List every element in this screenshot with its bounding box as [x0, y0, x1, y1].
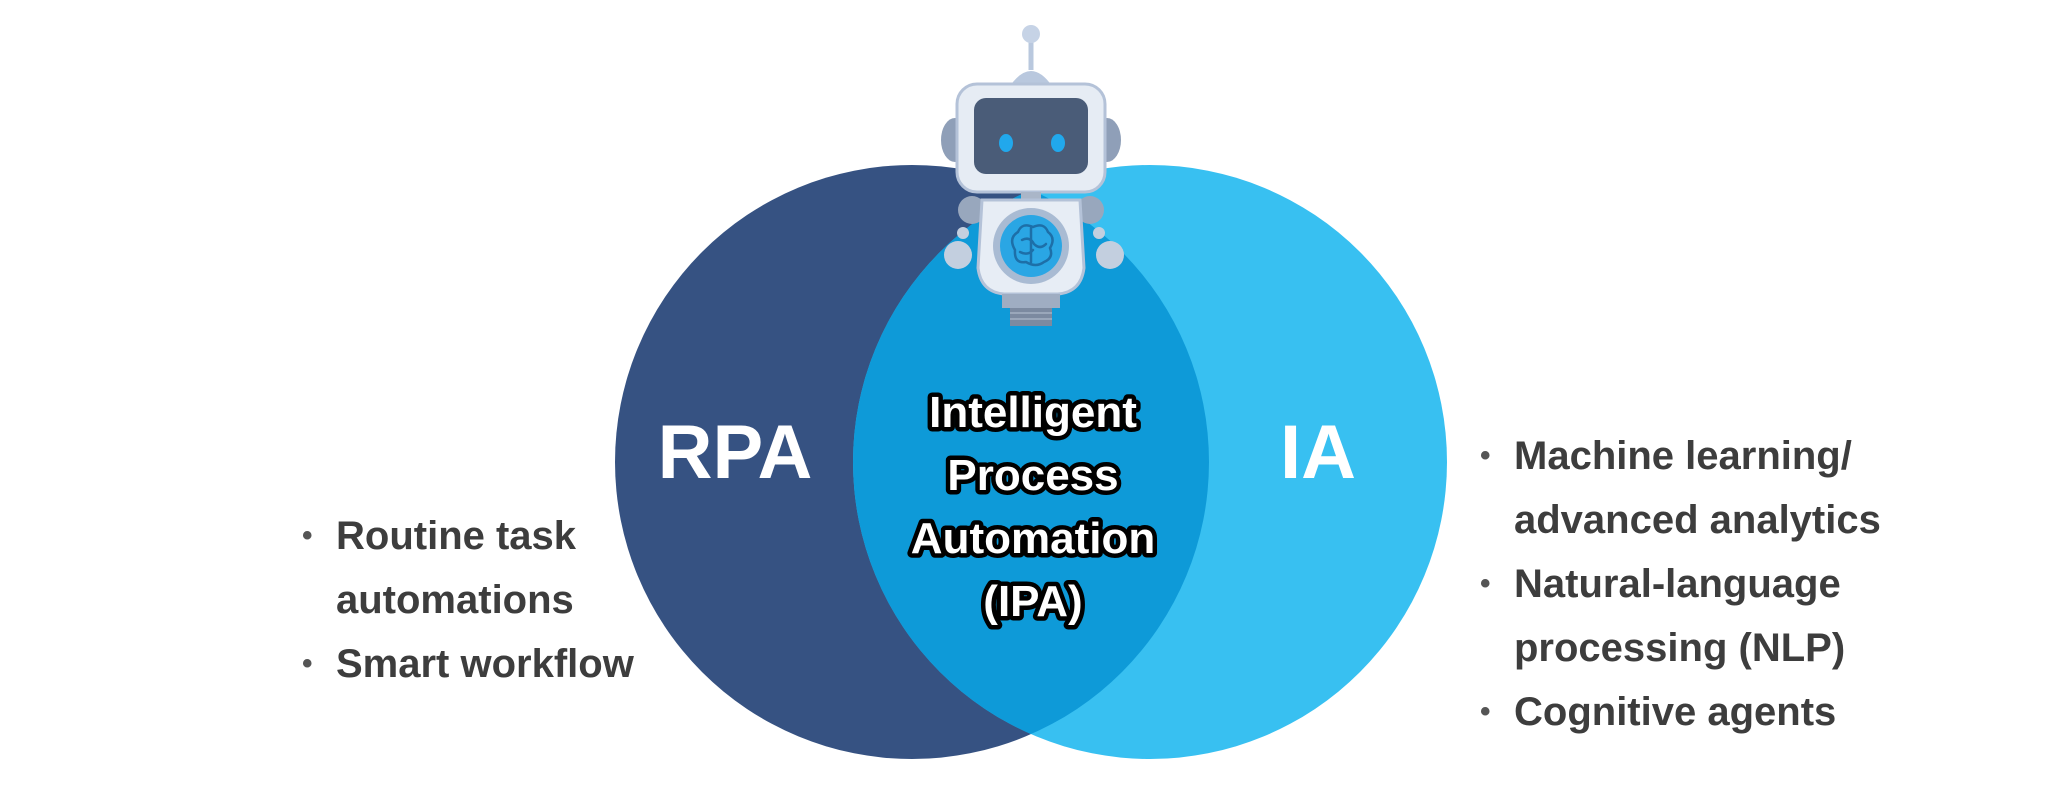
ia-label: IA [1280, 410, 1356, 495]
list-item: Smart workflow [302, 632, 722, 696]
list-item: Routine task automations [302, 504, 722, 632]
list-item: Natural-language processing (NLP) [1480, 552, 2000, 680]
ipa-overlap [853, 165, 1209, 759]
rpa-capabilities-list: Routine task automations Smart workflow [302, 504, 722, 696]
ipa-title-line: (IPA) [983, 577, 1082, 626]
robot-icon [941, 25, 1124, 326]
list-item: Machine learning/ advanced analytics [1480, 424, 2000, 552]
ipa-title-line: Process [947, 451, 1118, 500]
list-item: Cognitive agents [1480, 680, 2000, 744]
ipa-title-line: Intelligent [929, 388, 1137, 437]
ia-capabilities-list: Machine learning/ advanced analytics Nat… [1480, 424, 2000, 744]
ipa-title: Intelligent Process Automation (IPA) [906, 384, 1159, 631]
brain-icon [1010, 224, 1054, 267]
rpa-label: RPA [658, 410, 813, 495]
ipa-title-line: Automation [911, 514, 1155, 563]
